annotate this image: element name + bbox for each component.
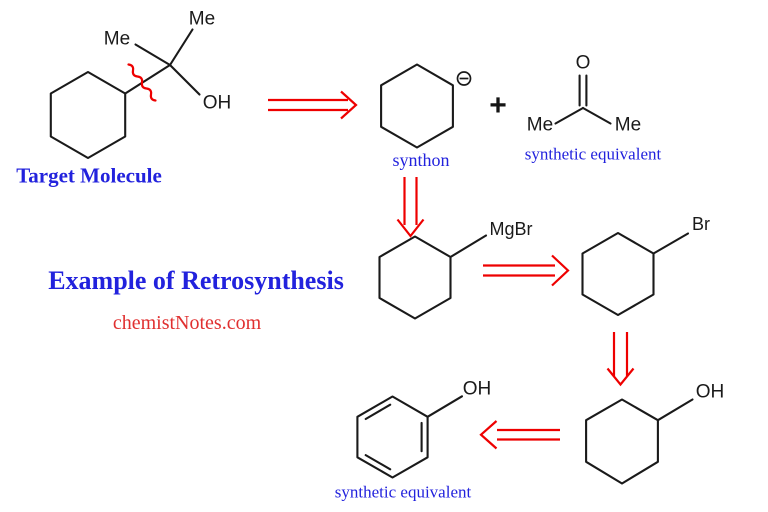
synthetic-equivalent-caption-bottom: synthetic equivalent bbox=[334, 482, 472, 502]
bond bbox=[168, 63, 201, 96]
arrow-head bbox=[551, 254, 570, 287]
bond bbox=[426, 395, 464, 418]
bond bbox=[168, 28, 194, 67]
br-label: Br bbox=[692, 214, 710, 234]
phenol-skeleton bbox=[356, 395, 464, 479]
target-molecule-caption: Target Molecule bbox=[16, 163, 162, 188]
cyclohexane-ring bbox=[585, 398, 659, 485]
retro-arrow-2-icon bbox=[483, 254, 570, 287]
arrow-head bbox=[479, 420, 498, 450]
disconnection-squiggle-icon bbox=[127, 63, 157, 102]
synthon-caption: synthon bbox=[392, 150, 450, 170]
cyclohexane-ring bbox=[380, 63, 454, 149]
synthon-skeleton bbox=[380, 63, 472, 149]
target-me-top-label: Me bbox=[188, 8, 216, 30]
cyclohexane-ring bbox=[581, 231, 655, 317]
retro-arrow-down-2-icon bbox=[606, 332, 635, 387]
grignard-skeleton bbox=[378, 234, 488, 320]
target-molecule-skeleton bbox=[49, 28, 201, 160]
retro-arrow-down-1-icon bbox=[396, 177, 425, 238]
cyclohexanol-skeleton bbox=[585, 398, 694, 485]
benzene-ring bbox=[356, 395, 429, 479]
bond bbox=[656, 398, 694, 422]
plus-sign: + bbox=[489, 89, 507, 122]
bond bbox=[134, 43, 172, 67]
cyclohexane-ring bbox=[49, 70, 127, 160]
aromatic-double-bond bbox=[364, 403, 392, 421]
retro-arrow-3-icon bbox=[479, 420, 560, 450]
target-me-left-label: Me bbox=[103, 28, 131, 50]
site-watermark: chemistNotes.com bbox=[112, 312, 262, 334]
bond bbox=[554, 106, 585, 125]
arrow-head bbox=[396, 218, 425, 238]
bond bbox=[449, 234, 488, 259]
acetone-oxygen-label: O bbox=[575, 52, 591, 74]
acetone-skeleton bbox=[554, 74, 612, 125]
aromatic-double-bond bbox=[364, 454, 392, 471]
phenol-oh-label: OH bbox=[462, 378, 492, 400]
page-title: Example of Retrosynthesis bbox=[48, 266, 344, 295]
cyclohexanol-oh-label: OH bbox=[695, 381, 725, 403]
cyclohexane-ring bbox=[378, 235, 452, 320]
arrow-head bbox=[606, 367, 635, 387]
synthetic-equivalent-caption-top: synthetic equivalent bbox=[524, 144, 662, 164]
bond bbox=[652, 232, 690, 255]
bromide-skeleton bbox=[581, 231, 690, 317]
negative-charge-icon bbox=[456, 71, 472, 86]
arrow-head bbox=[340, 90, 358, 120]
mgbr-label: MgBr bbox=[489, 219, 533, 239]
bond bbox=[581, 106, 612, 125]
acetone-me-left-label: Me bbox=[526, 114, 554, 136]
bond bbox=[124, 63, 172, 95]
retro-arrow-1-icon bbox=[268, 90, 358, 120]
target-oh-label: OH bbox=[202, 92, 232, 114]
acetone-me-right-label: Me bbox=[614, 114, 642, 136]
